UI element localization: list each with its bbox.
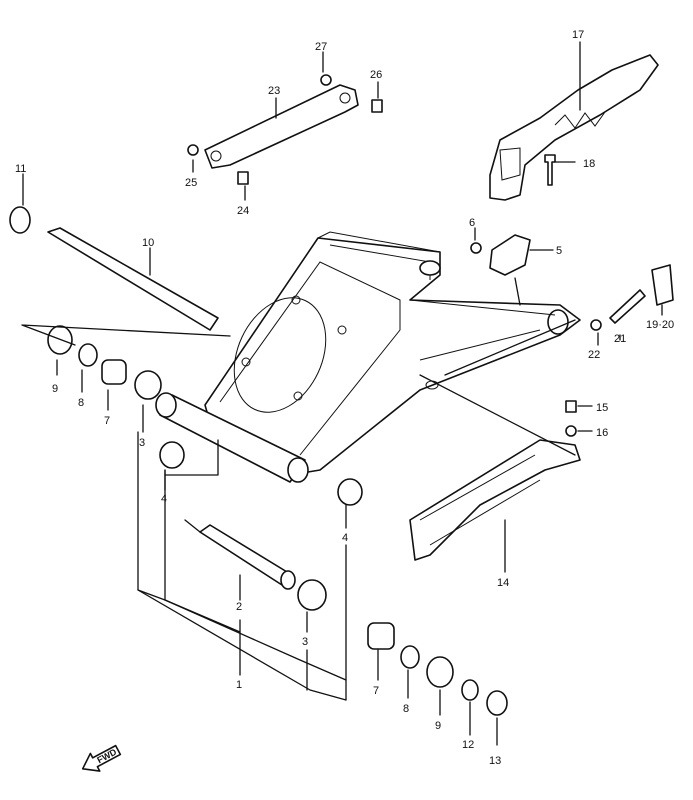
washer-22 (590, 319, 602, 331)
adjuster-bracket (489, 234, 531, 276)
callout-21: 21 (614, 333, 626, 345)
washer-8-left (78, 343, 98, 367)
callout-12: 12 (462, 739, 474, 751)
bearing-4-right (337, 478, 363, 506)
torque-link (204, 84, 359, 169)
bolt-18 (544, 154, 556, 186)
callout-8: 8 (403, 703, 409, 715)
seal-9-right (426, 656, 454, 688)
callout-1: 1 (236, 679, 242, 691)
bolt-24 (237, 171, 249, 185)
callout-24: 24 (237, 205, 249, 217)
callout-26: 26 (370, 69, 382, 81)
callout-25: 25 (185, 177, 197, 189)
callout-14: 14 (497, 577, 509, 589)
nut-27 (320, 74, 332, 86)
callout-5: 5 (556, 245, 562, 257)
bearing-4-left (159, 441, 185, 469)
bolt-15 (565, 400, 577, 413)
callout-27: 27 (315, 41, 327, 53)
callout-15: 15 (596, 402, 608, 414)
fwd-arrow-icon: FWD (81, 744, 122, 772)
callout-3: 3 (139, 437, 145, 449)
bolt-21 (609, 289, 646, 324)
callout-7: 7 (104, 415, 110, 427)
callout-10: 10 (142, 237, 154, 249)
nut-13 (486, 690, 508, 716)
callout-13: 13 (489, 755, 501, 767)
callout-2: 2 (236, 601, 242, 613)
cap-11 (9, 206, 31, 234)
washer-8-right (400, 645, 420, 669)
callout-16: 16 (596, 427, 608, 439)
chain-buffer (409, 439, 581, 561)
callout-17: 17 (572, 29, 584, 41)
callout-23: 23 (268, 85, 280, 97)
bushing-7-right (367, 622, 395, 650)
nut-25 (187, 144, 199, 156)
bearing-3-lower (297, 579, 327, 611)
callout-11: 11 (15, 163, 26, 175)
callout-4: 4 (342, 532, 348, 544)
bolt-26 (371, 99, 383, 113)
callout-4: 4 (161, 493, 167, 505)
spacer-2 (199, 524, 293, 586)
callout-labels: 1 2 3 3 4 4 5 6 7 7 8 8 9 9 10 11 12 13 … (15, 29, 674, 767)
collar-16 (565, 425, 577, 437)
callout-18: 18 (583, 158, 595, 170)
callout-19-20: 19·20 (646, 319, 674, 331)
leader-lines (21, 41, 663, 746)
swingarm-body (155, 231, 581, 483)
washer-12 (461, 679, 479, 701)
bearing-3-left (134, 370, 162, 400)
callout-6: 6 (469, 217, 475, 229)
callout-7: 7 (373, 685, 379, 697)
pivot-shaft (47, 227, 219, 331)
bushing-7-left (101, 359, 127, 385)
block-19-20 (651, 264, 674, 306)
callout-8: 8 (78, 397, 84, 409)
callout-22: 22 (588, 349, 600, 361)
callout-3: 3 (302, 636, 308, 648)
callout-9: 9 (435, 720, 441, 732)
callout-9: 9 (52, 383, 58, 395)
bolt-6 (470, 242, 482, 254)
